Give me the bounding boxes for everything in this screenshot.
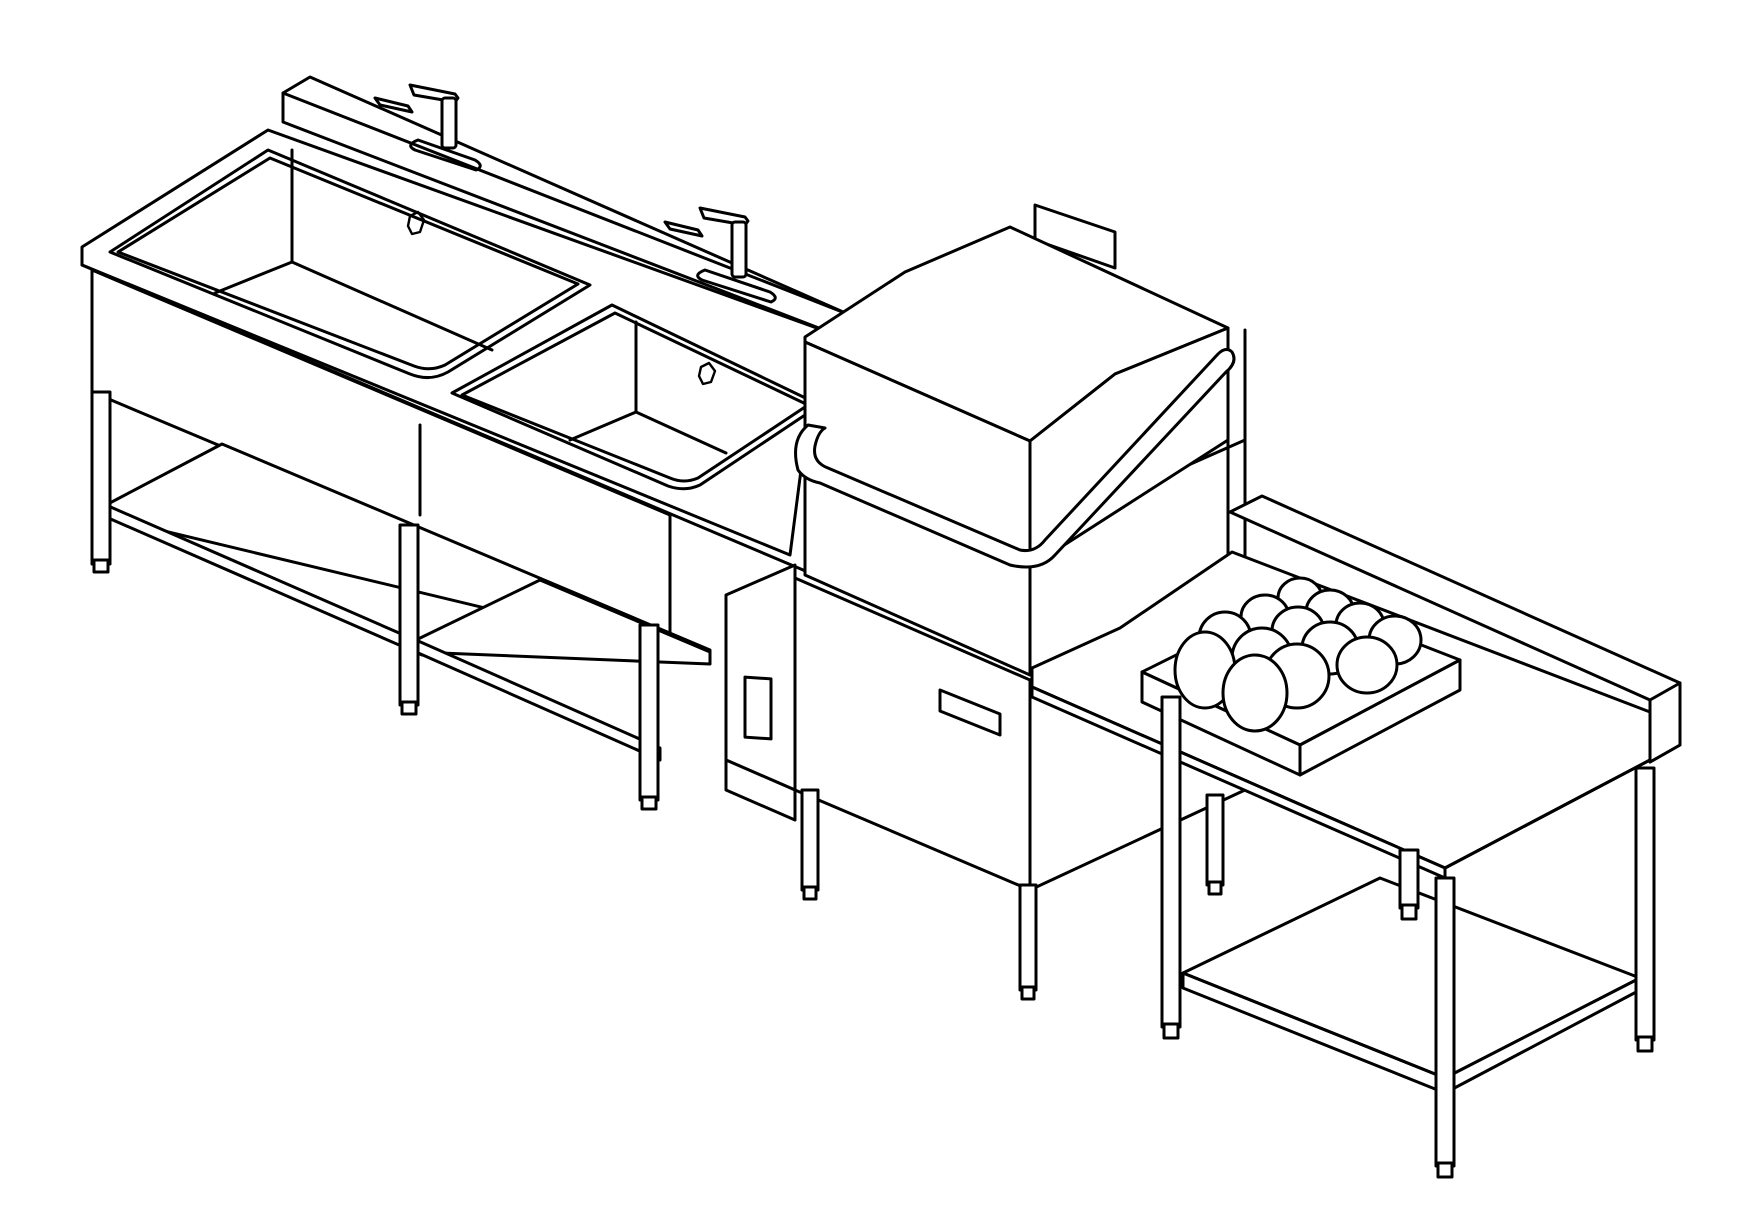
small-sink-basin — [450, 303, 822, 491]
plates-stack — [1173, 576, 1423, 733]
small-basin-drain-icon — [697, 361, 717, 386]
faucet-left-icon — [373, 83, 482, 172]
sink-legs — [90, 390, 660, 811]
large-sink-basin — [108, 148, 592, 379]
hood-handle-icon — [794, 347, 1236, 569]
faucet-right-icon — [663, 206, 777, 304]
exhaust-vent — [1033, 203, 1117, 270]
clean-dish-table — [1030, 494, 1682, 1179]
dishwasher-legs — [800, 788, 1225, 1001]
plate-icon — [1335, 635, 1399, 695]
plate-icon — [1221, 653, 1289, 733]
dish-rack — [1140, 576, 1462, 777]
table-legs — [1160, 695, 1656, 1179]
booster-panel-window — [743, 675, 773, 741]
control-panel-slot — [938, 688, 1002, 737]
booster-heater-box — [724, 563, 797, 822]
large-basin-drain-icon — [406, 210, 426, 236]
double-sink-unit — [80, 75, 852, 811]
